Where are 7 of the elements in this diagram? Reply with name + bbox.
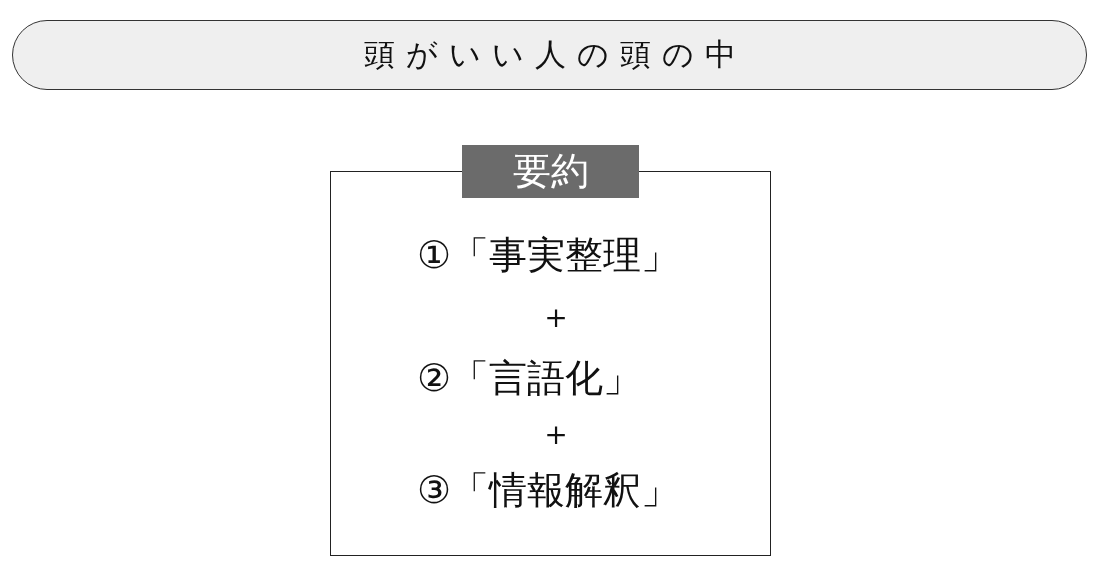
title-banner: 頭がいい人の頭の中 xyxy=(12,20,1087,90)
item-text: ①「事実整理」 xyxy=(417,233,680,279)
heading-tab: 要約 xyxy=(462,145,639,198)
item-text: ②「言語化」 xyxy=(417,356,642,402)
plus-sign: ＋ xyxy=(539,295,573,337)
item-text: ③「情報解釈」 xyxy=(417,468,680,514)
plus-sign: ＋ xyxy=(539,412,573,454)
